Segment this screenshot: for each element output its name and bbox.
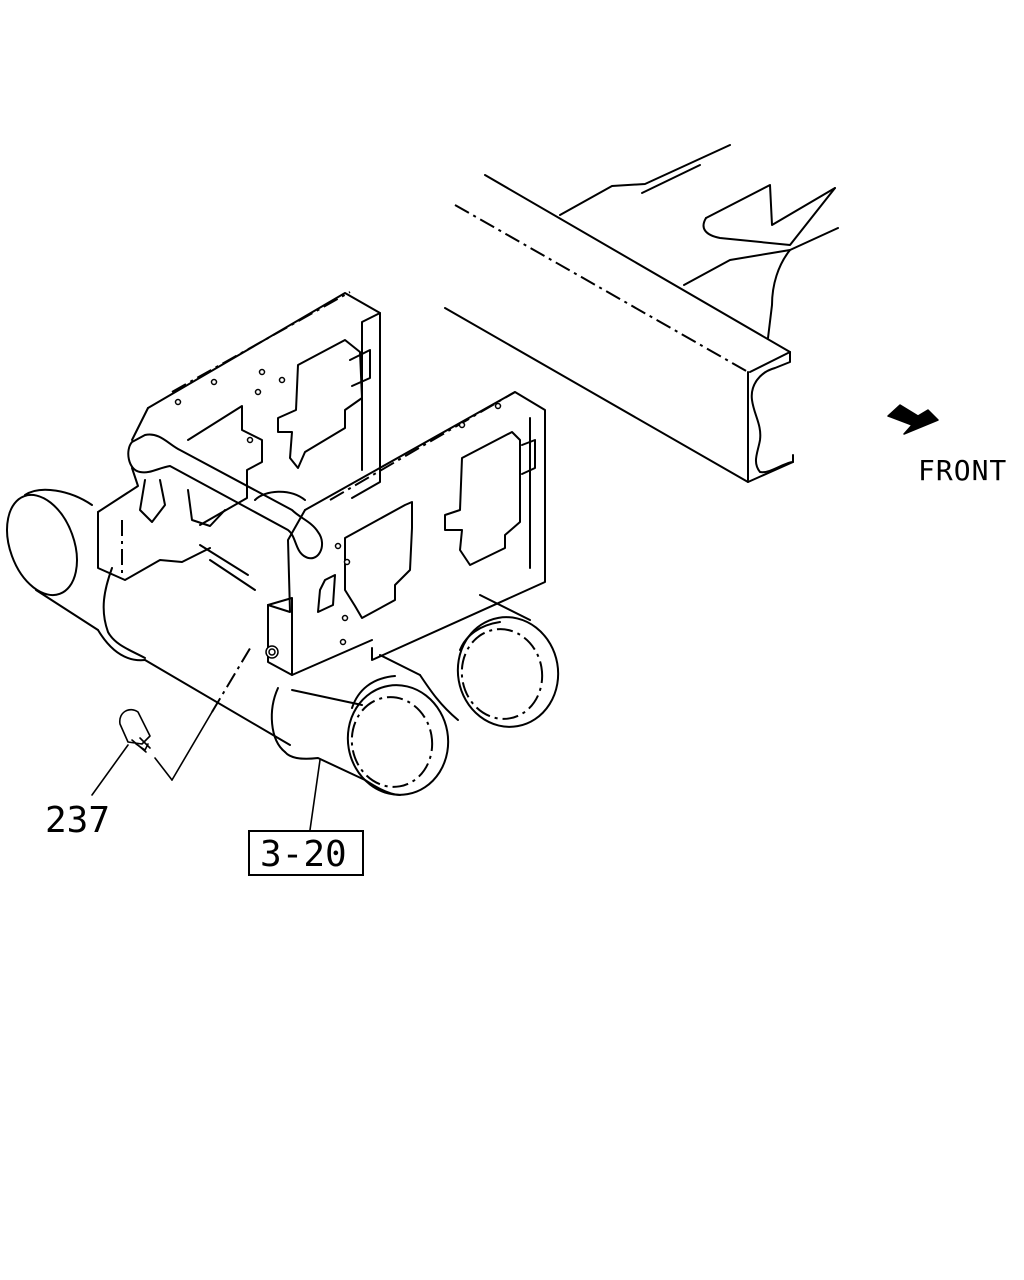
rear-bracket <box>97 291 381 581</box>
rear-cylinder <box>6 488 291 746</box>
front-bracket <box>265 391 546 676</box>
fitting-237 <box>119 708 151 753</box>
front-indicator: FRONT <box>887 404 1007 487</box>
front-arrow-icon <box>887 404 939 435</box>
front-label: FRONT <box>918 454 1007 487</box>
frame-rail <box>444 144 839 483</box>
leader-lines <box>91 644 321 831</box>
cross-bar <box>127 433 323 560</box>
front-cylinders <box>270 594 560 796</box>
ref-box-3-20[interactable]: 3-20 <box>248 830 364 876</box>
part-number-237: 237 <box>45 800 110 841</box>
ref-label-3-20: 3-20 <box>260 834 347 875</box>
